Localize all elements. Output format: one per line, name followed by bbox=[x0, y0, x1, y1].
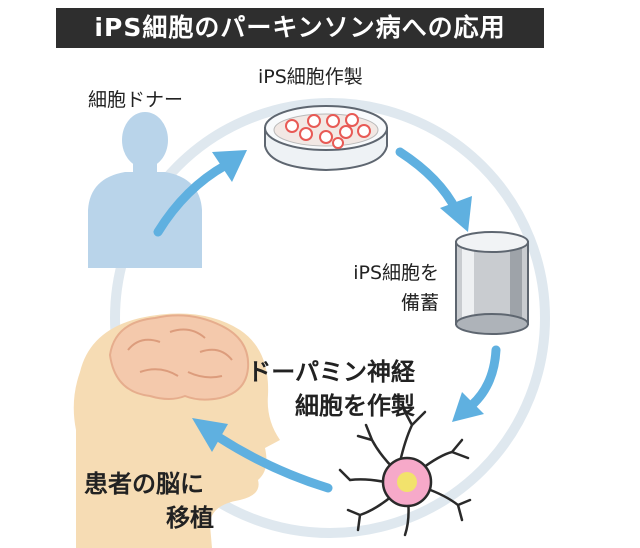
dopamine-neuron-label: ドーパミン神経 細胞を作製 bbox=[245, 355, 415, 423]
patient-silhouette-icon bbox=[73, 313, 280, 548]
store-ips-label-line2: 備蓄 bbox=[401, 292, 440, 314]
arrow-neuron-to-patient bbox=[192, 418, 333, 493]
store-ips-label: iPS細胞を 備蓄 bbox=[345, 258, 439, 318]
dopamine-neuron-label-line1: ドーパミン神経 bbox=[247, 358, 415, 386]
cycle-circle bbox=[110, 98, 550, 538]
person-silhouette-icon bbox=[88, 112, 202, 268]
transplant-label-line1: 患者の脳に bbox=[84, 470, 204, 498]
dopamine-neuron-label-line2: 細胞を作製 bbox=[295, 392, 415, 420]
donor-label: 細胞ドナー bbox=[88, 89, 184, 111]
cell-colony-group bbox=[285, 113, 371, 149]
cycle-arrows bbox=[153, 147, 501, 493]
arrow-dish-to-storage bbox=[395, 147, 472, 232]
transplant-label-line2: 移植 bbox=[166, 504, 214, 532]
petri-dish-icon bbox=[264, 105, 388, 172]
arrow-donor-to-dish bbox=[153, 150, 247, 237]
store-ips-label-line1: iPS細胞を bbox=[353, 262, 440, 284]
transplant-label: 患者の脳に 移植 bbox=[84, 467, 214, 535]
storage-cylinder-icon bbox=[455, 231, 529, 335]
brain-icon bbox=[108, 314, 250, 401]
arrow-storage-to-neuron bbox=[452, 345, 501, 422]
page-title: iPS細胞のパーキンソン病への応用 bbox=[56, 8, 544, 48]
neuron-cell-icon bbox=[338, 408, 472, 537]
make-ips-label: iPS細胞作製 bbox=[258, 66, 363, 88]
